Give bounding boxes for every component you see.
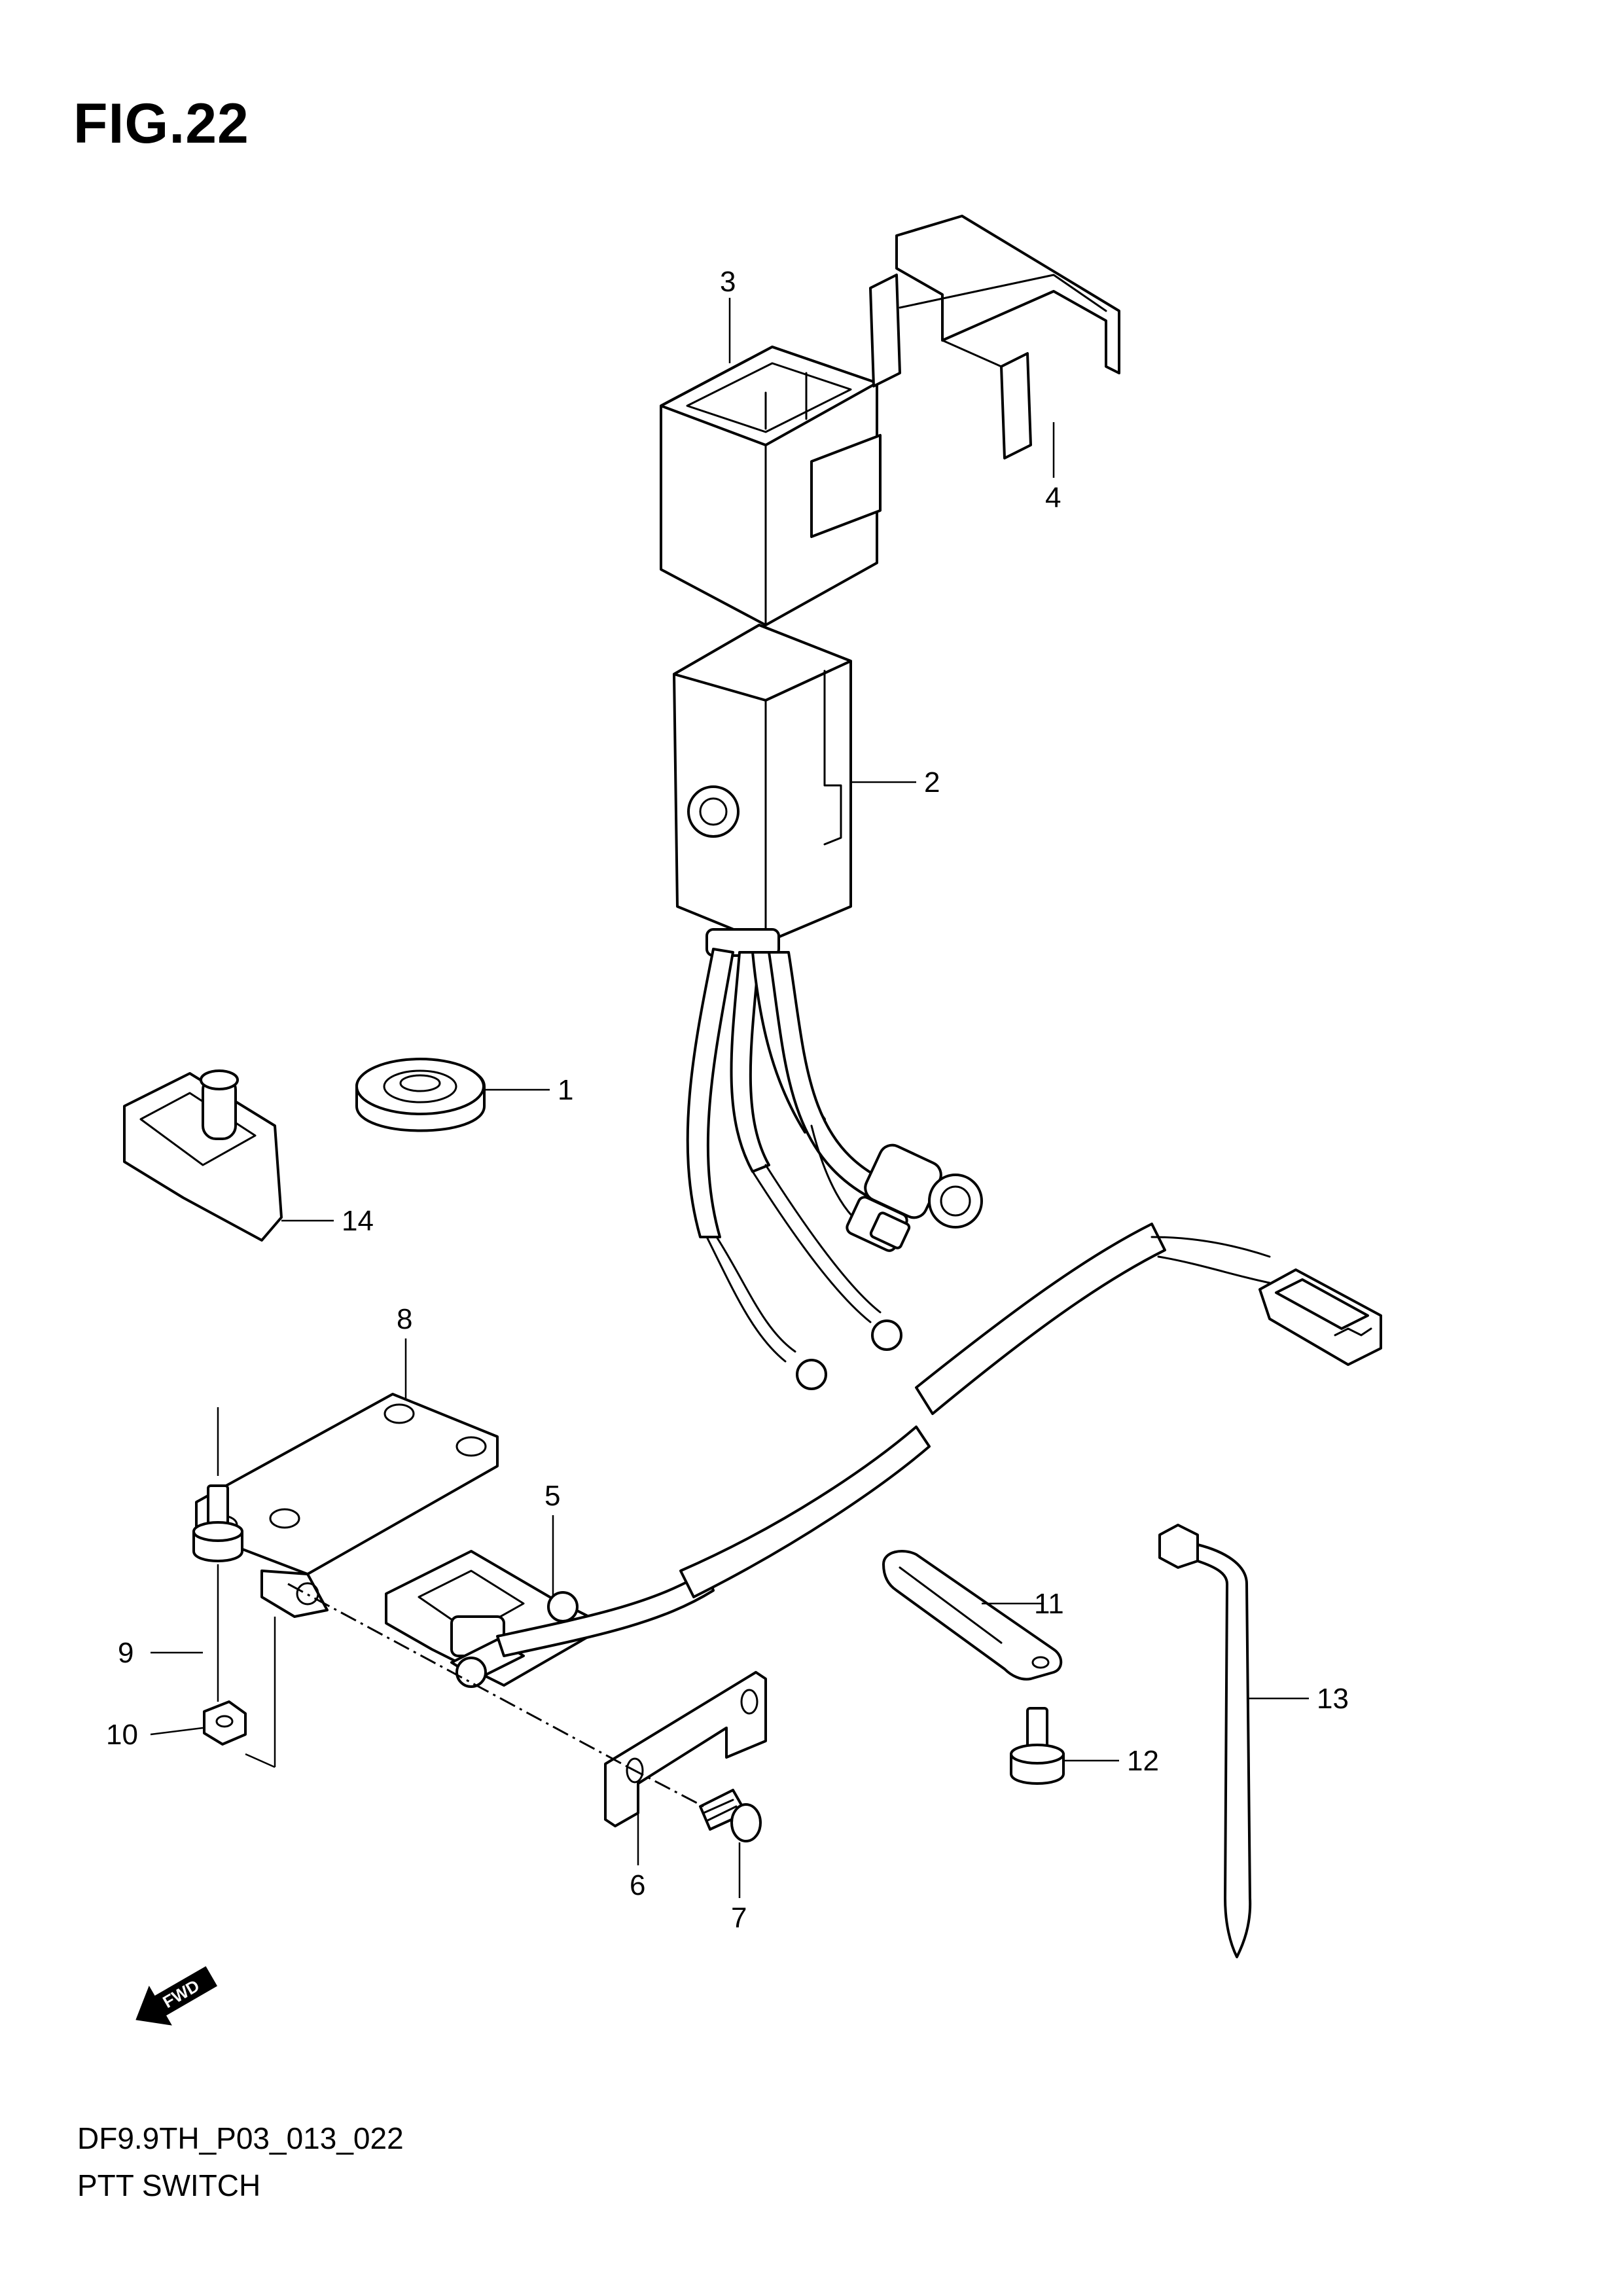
- callout-2: 2: [924, 766, 940, 798]
- part-5-cable: [496, 1223, 1382, 1657]
- callout-3: 3: [720, 266, 736, 298]
- part-7-screw[interactable]: [699, 1789, 762, 1842]
- callout-13: 13: [1317, 1683, 1349, 1715]
- part-13-cable-tie[interactable]: [1158, 1524, 1252, 1958]
- leader-lines: [150, 298, 1309, 1898]
- part-11-clip[interactable]: [882, 1550, 1063, 1681]
- part-2-wire-harness: [686, 948, 983, 1390]
- figure-name: PTT SWITCH: [77, 2168, 261, 2202]
- part-4-bracket[interactable]: [869, 215, 1120, 459]
- part-2-switch-module[interactable]: [673, 624, 852, 957]
- figure-code: DF9.9TH_P03_013_022: [77, 2121, 404, 2155]
- fwd-arrow-icon: FWD: [135, 1966, 218, 2026]
- callout-5: 5: [544, 1480, 560, 1512]
- part-12-bolt[interactable]: [1010, 1707, 1065, 1785]
- callout-9: 9: [118, 1637, 134, 1669]
- part-10-nut[interactable]: [203, 1700, 247, 1746]
- part-3-cap[interactable]: [660, 346, 882, 626]
- callout-11: 11: [1034, 1588, 1064, 1620]
- callout-12: 12: [1127, 1745, 1159, 1777]
- part-1-grommet[interactable]: [355, 1058, 486, 1132]
- callout-4: 4: [1045, 482, 1061, 514]
- figure-title: FIG.22: [73, 92, 249, 155]
- callout-labels: 3 4 2 1 14 8 5 9 10 11 12 13 6 7: [106, 266, 1349, 1934]
- callout-1: 1: [558, 1074, 573, 1106]
- callout-8: 8: [397, 1303, 412, 1335]
- callout-14: 14: [342, 1205, 374, 1237]
- part-9-bolt[interactable]: [192, 1484, 243, 1562]
- part-5-ptt-switch[interactable]: [385, 1550, 590, 1688]
- part-6-bracket[interactable]: [604, 1671, 767, 1827]
- callout-6: 6: [630, 1869, 645, 1901]
- callout-10: 10: [106, 1719, 138, 1751]
- part-14-clamp[interactable]: [123, 1069, 283, 1242]
- callout-7: 7: [731, 1902, 747, 1934]
- assembly-lines: [217, 1407, 704, 1808]
